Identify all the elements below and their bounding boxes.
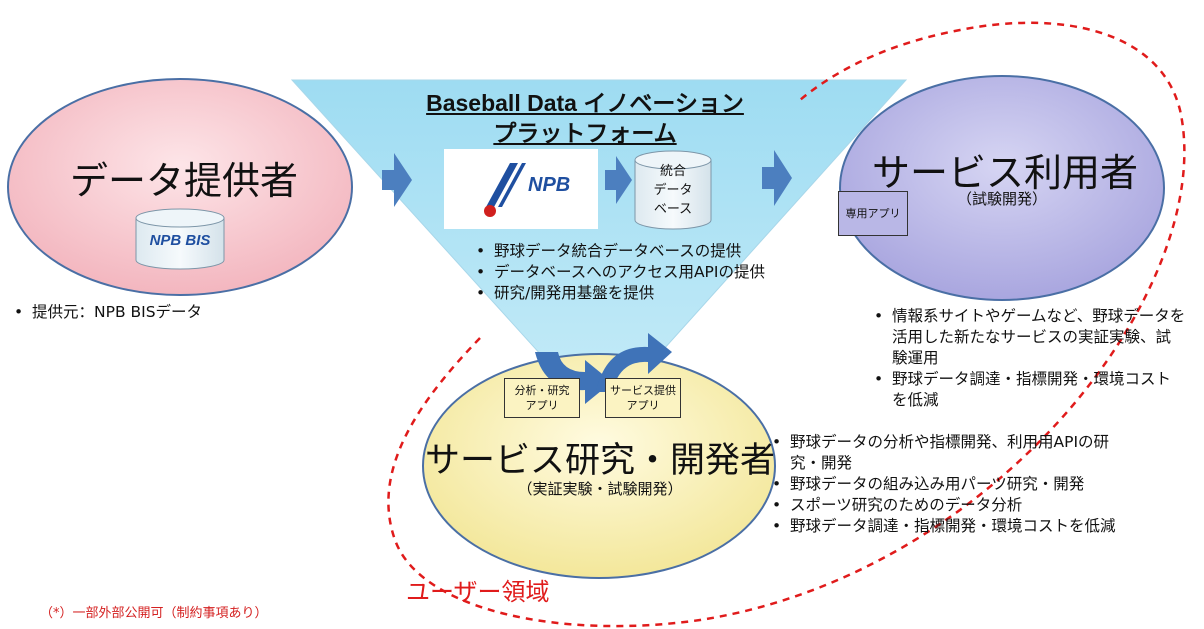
developer-bullet: 野球データ調達・指標開発・環境コストを低減: [768, 516, 1116, 537]
integrated-db-cylinder: [634, 150, 712, 230]
developer-bullet-line: スポーツ研究のためのデータ分析: [790, 496, 1023, 514]
user-bullet-line: を低減: [892, 391, 939, 409]
developer-app1-box: 分析・研究 アプリ: [504, 378, 580, 418]
platform-bullet: 研究/開発用基盤を提供: [472, 283, 765, 304]
npb-logo: NPB: [444, 149, 598, 229]
developer-bullet: スポーツ研究のためのデータ分析: [768, 495, 1116, 516]
provider-db-logo-text: NPB BIS: [149, 232, 211, 249]
developer-app2-line: アプリ: [626, 399, 660, 412]
developer-app1-line: アプリ: [525, 399, 559, 412]
user-app-label: 専用アプリ: [845, 207, 901, 220]
developer-bullet: 野球データの組み込み用パーツ研究・開発: [768, 474, 1116, 495]
user-bullets: 情報系サイトやゲームなど、野球データを 活用した新たなサービスの実証実験、試 験…: [870, 306, 1185, 411]
db-label-line-2: データ: [653, 183, 693, 198]
provider-ellipse: [7, 78, 353, 296]
user-bullet-line: 野球データ調達・指標開発・環境コスト: [892, 370, 1172, 388]
user-area-label: ユーザー領域: [406, 578, 550, 606]
integrated-db-label: 統合 データ ベース: [638, 162, 708, 219]
arrow-logo-to-db: [605, 156, 632, 204]
developer-bullet-line: 野球データの組み込み用パーツ研究・開発: [790, 475, 1085, 493]
user-bullet-line: 験運用: [892, 349, 939, 367]
footnote: （*）一部外部公開可（制約事項あり）: [40, 606, 268, 621]
developer-bullets: 野球データの分析や指標開発、利用用APIの研 究・開発 野球データの組み込み用パ…: [768, 432, 1116, 537]
provider-db-cylinder: [135, 208, 225, 270]
developer-bullet-line: 野球データの分析や指標開発、利用用APIの研: [790, 433, 1110, 451]
db-label-line-1: 統合: [659, 164, 686, 179]
platform-bullet: データベースへのアクセス用APIの提供: [472, 262, 765, 283]
developer-title: サービス研究・開発者: [424, 441, 775, 481]
platform-title-line1: Baseball Data イノベーション: [426, 90, 744, 116]
npb-logo-text: NPB: [528, 174, 570, 196]
user-bullet: 野球データ調達・指標開発・環境コスト を低減: [870, 369, 1185, 411]
user-bullet-line: 活用した新たなサービスの実証実験、試: [892, 328, 1172, 346]
user-bullet-line: 情報系サイトやゲームなど、野球データを: [892, 307, 1186, 325]
arrow-provider-to-platform: [382, 153, 412, 207]
developer-bullet: 野球データの分析や指標開発、利用用APIの研 究・開発: [768, 432, 1116, 474]
provider-bullet: 提供元：NPB BISデータ: [10, 302, 202, 323]
user-title: サービス利用者: [872, 151, 1139, 195]
developer-bullet-line: 究・開発: [790, 454, 853, 472]
developer-app2-line: サービス提供: [610, 384, 676, 397]
user-bullet: 情報系サイトやゲームなど、野球データを 活用した新たなサービスの実証実験、試 験…: [870, 306, 1185, 369]
platform-bullets: 野球データ統合データベースの提供 データベースへのアクセス用APIの提供 研究/…: [472, 241, 765, 304]
provider-bullets: 提供元：NPB BISデータ: [10, 302, 202, 323]
db-label-line-3: ベース: [653, 202, 693, 217]
provider-db-logo: NPB BIS: [140, 232, 220, 249]
platform-title-line2: プラットフォーム: [493, 120, 677, 146]
npb-logo-mark: NPB: [444, 149, 598, 229]
platform-bullet: 野球データ統合データベースの提供: [472, 241, 765, 262]
user-app-box: 専用アプリ: [838, 191, 908, 236]
developer-subtitle: （実証実験・試験開発）: [517, 480, 683, 498]
user-ellipse: [839, 75, 1165, 301]
provider-title: データ提供者: [70, 159, 299, 203]
user-subtitle: （試験開発）: [956, 190, 1047, 208]
developer-app1-line: 分析・研究: [514, 384, 570, 397]
arrow-platform-to-user: [762, 150, 792, 206]
developer-app2-box: サービス提供 アプリ: [605, 378, 681, 418]
developer-bullet-line: 野球データ調達・指標開発・環境コストを低減: [790, 517, 1116, 535]
arrow-developer-to-platform: [596, 333, 672, 392]
